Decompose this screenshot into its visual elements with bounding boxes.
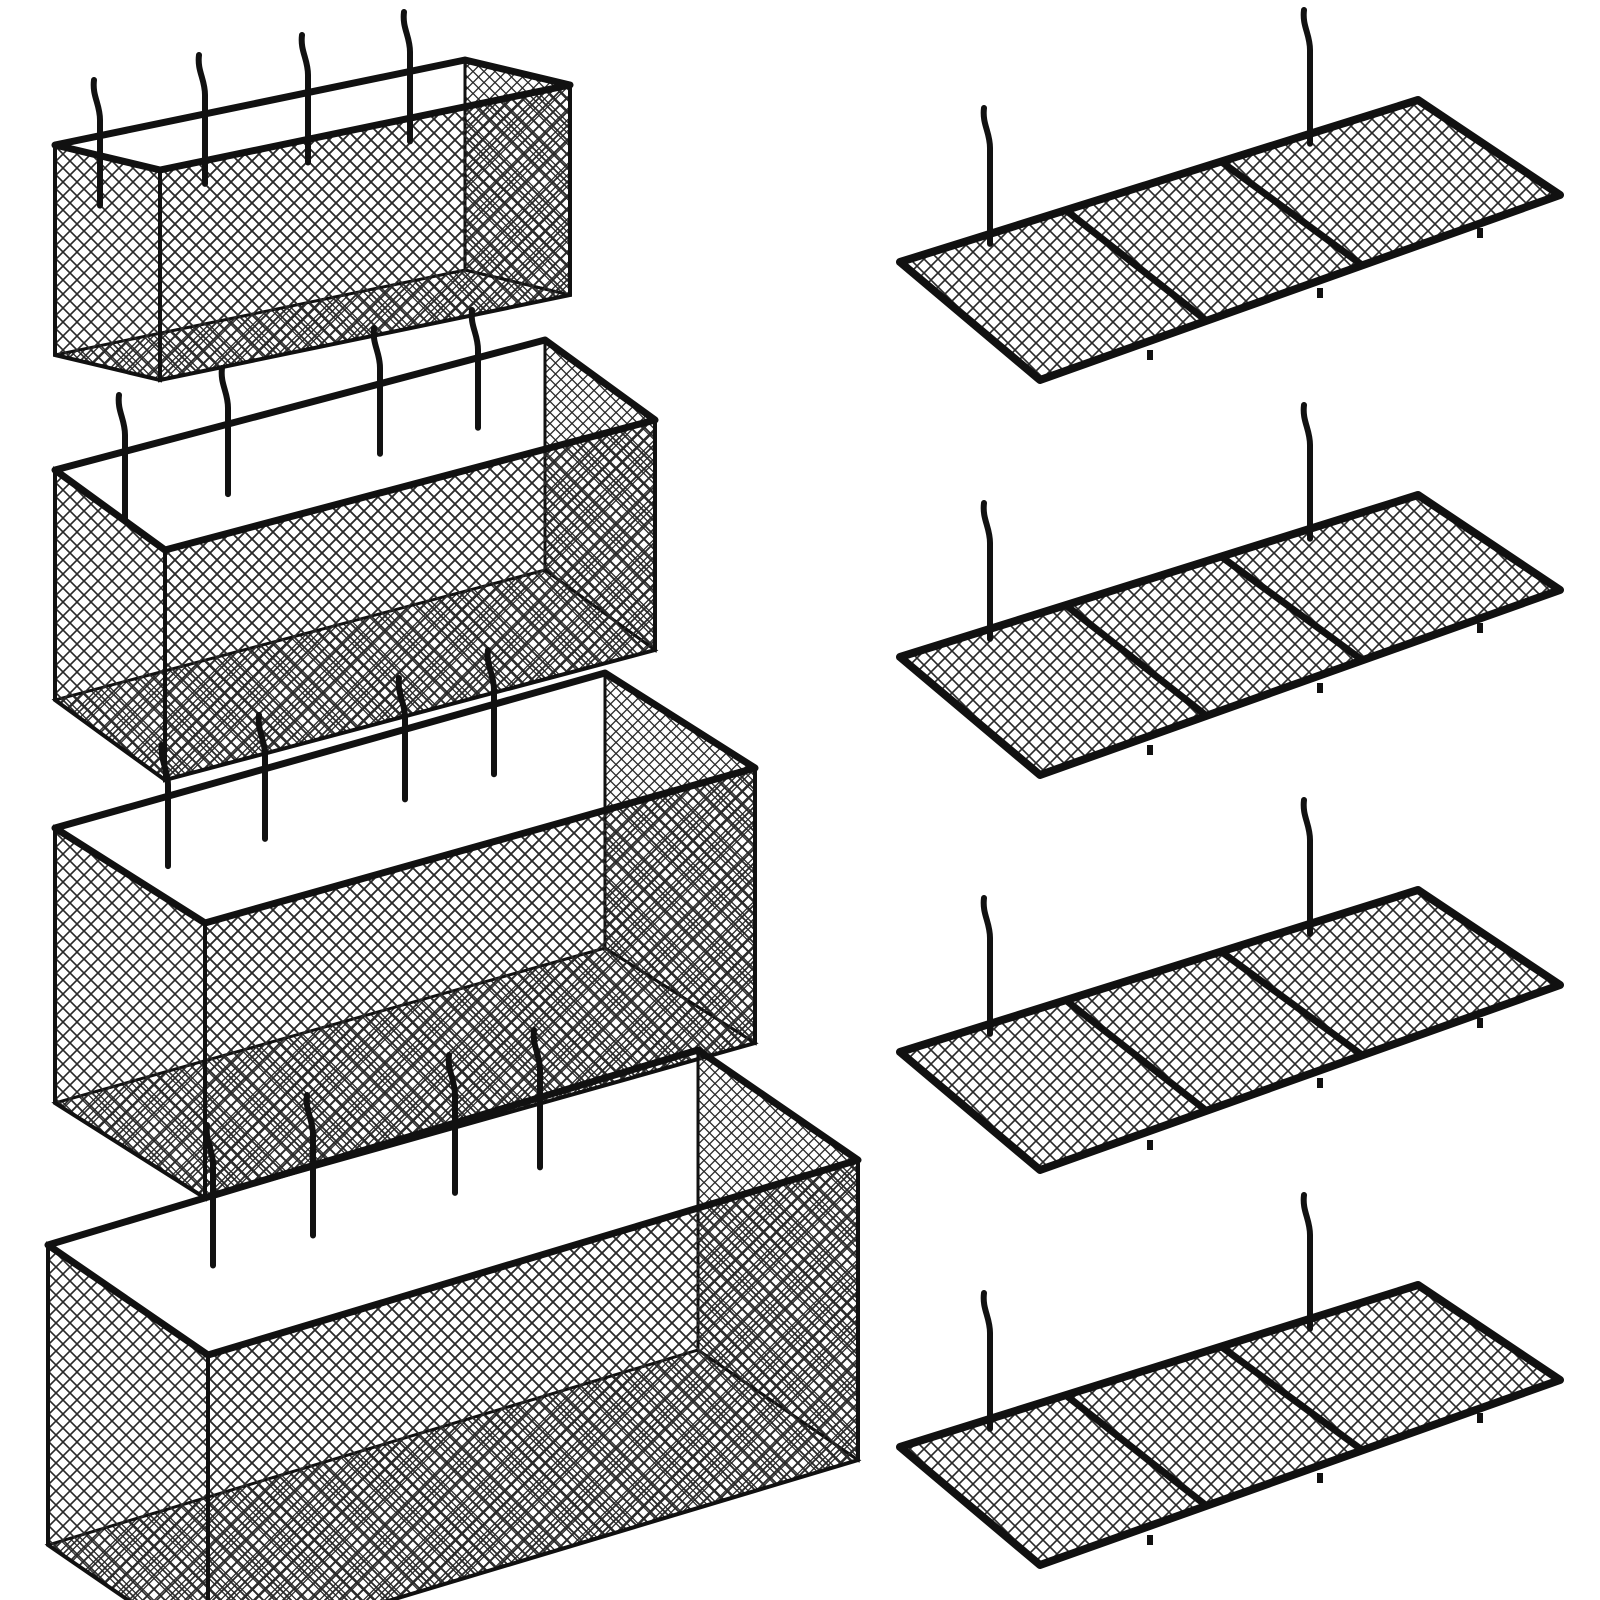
shelf-2	[896, 402, 1564, 779]
shelf-crossbar	[1219, 158, 1365, 269]
shelf-crossbar	[1063, 207, 1209, 324]
shelf-surface	[896, 1281, 1564, 1569]
basket-2	[51, 307, 659, 784]
hook-wire	[255, 712, 268, 842]
basket-rim	[51, 56, 574, 174]
shelf-surface	[896, 96, 1564, 384]
baskets-column	[44, 9, 862, 1600]
hook-wire	[530, 1027, 543, 1171]
hook-wire	[484, 647, 497, 778]
basket-1	[51, 9, 574, 383]
basket-4	[44, 1027, 862, 1600]
shelf-crossbar	[1219, 948, 1365, 1059]
shelf-crossbar	[1063, 997, 1209, 1114]
shelf-4	[896, 1192, 1564, 1569]
shelf-foot	[1317, 683, 1323, 693]
shelves-column	[896, 7, 1564, 1569]
shelf-crossbar	[1219, 1343, 1365, 1454]
shelf-foot	[1317, 1078, 1323, 1088]
hook-wire	[1300, 797, 1313, 937]
hook-wire	[203, 1122, 216, 1269]
hook-wire	[980, 895, 993, 1037]
hook-wire	[370, 325, 383, 457]
basket-rim	[51, 669, 759, 927]
shelf-foot	[1477, 623, 1483, 633]
hook-wire	[298, 32, 311, 166]
hook-wire	[980, 1290, 993, 1432]
hook-wire	[395, 675, 408, 803]
shelf-3	[896, 797, 1564, 1174]
shelf-foot	[1147, 1535, 1153, 1545]
shelf-foot	[1317, 288, 1323, 298]
shelf-foot	[1477, 1413, 1483, 1423]
basket-3	[51, 647, 759, 1202]
hook-wire	[303, 1092, 316, 1239]
hook-wire	[980, 500, 993, 642]
basket-side-wall	[53, 142, 162, 383]
shelf-surface	[896, 886, 1564, 1174]
shelf-foot	[1147, 745, 1153, 755]
hook-wire	[980, 105, 993, 247]
basket-rim	[44, 1046, 862, 1359]
shelf-foot	[1147, 1140, 1153, 1150]
hook-wire	[1300, 402, 1313, 542]
shelf-crossbar	[1063, 1392, 1209, 1509]
hook-wire	[158, 742, 171, 870]
hook-wire	[195, 52, 208, 187]
shelf-surface	[896, 491, 1564, 779]
shelf-1	[896, 7, 1564, 384]
shelf-crossbar	[1219, 553, 1365, 664]
hook-wire	[90, 77, 103, 209]
hook-wire	[468, 307, 481, 431]
hook-wire	[1300, 1192, 1313, 1332]
hook-wire	[218, 365, 231, 498]
hook-wire	[400, 9, 413, 145]
shelf-foot	[1477, 1018, 1483, 1028]
shelf-foot	[1317, 1473, 1323, 1483]
hook-wire	[1300, 7, 1313, 147]
shelf-foot	[1147, 350, 1153, 360]
shelf-crossbar	[1063, 602, 1209, 719]
hook-wire	[115, 392, 128, 525]
shelf-foot	[1477, 228, 1483, 238]
hook-wire	[445, 1052, 458, 1196]
